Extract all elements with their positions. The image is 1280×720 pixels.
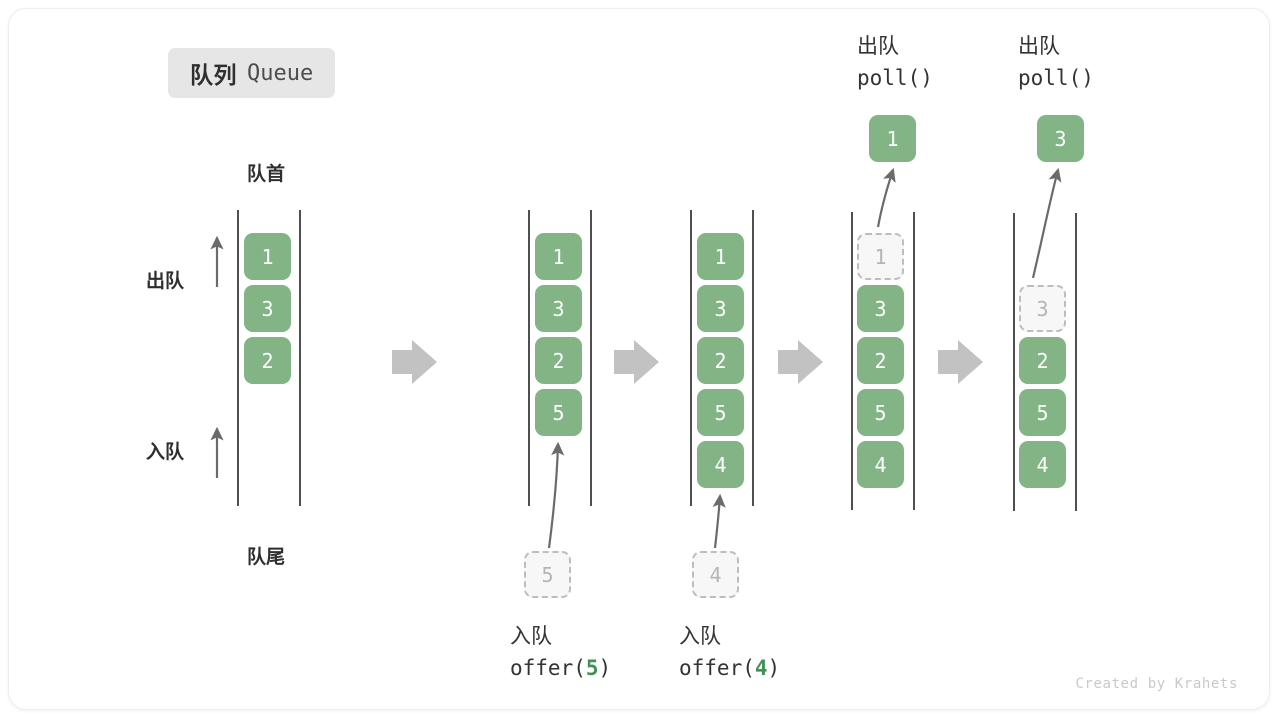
queue-element: 2 xyxy=(1019,337,1066,384)
queue-element-value: 3 xyxy=(261,296,274,321)
queue-element-value: 5 xyxy=(1036,400,1049,425)
queue-element-value: 4 xyxy=(714,452,727,477)
caption-code-suffix: ) xyxy=(598,656,612,680)
queue-rail-left-col2 xyxy=(528,210,530,506)
ghost-element-value: 1 xyxy=(874,244,887,269)
queue-element-value: 4 xyxy=(1036,452,1049,477)
queue-element-value: 3 xyxy=(552,296,565,321)
queue-element-value: 1 xyxy=(261,244,274,269)
caption-code-col3: offer(4) xyxy=(679,656,780,680)
queue-element: 2 xyxy=(697,337,744,384)
caption-code-arg: 4 xyxy=(754,656,768,680)
caption-code-arg: 5 xyxy=(585,656,599,680)
queue-element-value: 4 xyxy=(874,452,887,477)
caption-code-prefix: offer( xyxy=(679,656,755,680)
queue-element: 5 xyxy=(1019,389,1066,436)
queue-rail-right-col3 xyxy=(752,210,754,506)
title-en: Queue xyxy=(247,60,314,86)
queue-rail-left-col1 xyxy=(237,210,239,506)
enqueue-label-col1: 入队 xyxy=(146,442,185,463)
queue-element: 3 xyxy=(535,285,582,332)
popped-element: 3 xyxy=(1037,115,1084,162)
queue-element-value: 2 xyxy=(1036,348,1049,373)
queue-rail-left-col3 xyxy=(690,210,692,506)
queue-element: 3 xyxy=(857,285,904,332)
queue-element-value: 3 xyxy=(714,296,727,321)
top-label-code-col4: poll() xyxy=(857,66,933,90)
ghost-element-value: 3 xyxy=(1036,296,1049,321)
queue-rail-left-col5 xyxy=(1013,213,1015,511)
queue-element: 5 xyxy=(697,389,744,436)
ghost-element: 3 xyxy=(1019,285,1066,332)
queue-element-value: 2 xyxy=(261,348,274,373)
queue-element-value: 2 xyxy=(874,348,887,373)
ghost-element: 4 xyxy=(692,551,739,598)
queue-element: 2 xyxy=(535,337,582,384)
queue-element-value: 2 xyxy=(552,348,565,373)
queue-element-value: 2 xyxy=(714,348,727,373)
queue-element-value: 3 xyxy=(874,296,887,321)
queue-element: 1 xyxy=(244,233,291,280)
watermark: Created by Krahets xyxy=(1075,676,1238,692)
dequeue-label-col1: 出队 xyxy=(146,271,185,292)
caption-cn-col2: 入队 xyxy=(510,625,552,648)
title-cn: 队列 xyxy=(190,62,237,88)
queue-element-value: 1 xyxy=(552,244,565,269)
caption-cn-col3: 入队 xyxy=(679,625,721,648)
queue-element: 3 xyxy=(697,285,744,332)
queue-element-new: 5 xyxy=(535,389,582,436)
queue-element-value: 5 xyxy=(874,400,887,425)
diagram-card xyxy=(8,8,1270,710)
caption-code-suffix: ) xyxy=(767,656,781,680)
queue-element: 4 xyxy=(857,441,904,488)
queue-element: 5 xyxy=(857,389,904,436)
queue-element: 4 xyxy=(1019,441,1066,488)
top-label-cn-col5: 出队 xyxy=(1018,35,1060,58)
queue-element: 2 xyxy=(857,337,904,384)
queue-element: 3 xyxy=(244,285,291,332)
queue-element: 1 xyxy=(535,233,582,280)
ghost-element-value: 5 xyxy=(541,562,554,587)
title-badge: 队列 Queue xyxy=(168,48,336,98)
top-label-cn-col4: 出队 xyxy=(857,35,899,58)
caption-code-col2: offer(5) xyxy=(510,656,611,680)
queue-element-value: 5 xyxy=(714,400,727,425)
rear-label: 队尾 xyxy=(246,547,286,568)
ghost-element: 5 xyxy=(524,551,571,598)
queue-rail-right-col4 xyxy=(913,212,915,510)
queue-element-new: 4 xyxy=(697,441,744,488)
ghost-element: 1 xyxy=(857,233,904,280)
queue-element-value: 5 xyxy=(552,400,565,425)
top-label-code-col5: poll() xyxy=(1018,66,1094,90)
popped-element-value: 1 xyxy=(886,126,899,151)
front-label: 队首 xyxy=(246,164,286,185)
queue-rail-right-col2 xyxy=(590,210,592,506)
queue-rail-left-col4 xyxy=(851,212,853,510)
caption-code-prefix: offer( xyxy=(510,656,586,680)
queue-element: 2 xyxy=(244,337,291,384)
popped-element: 1 xyxy=(869,115,916,162)
queue-element-value: 1 xyxy=(714,244,727,269)
queue-rail-right-col5 xyxy=(1075,213,1077,511)
queue-element: 1 xyxy=(697,233,744,280)
queue-rail-right-col1 xyxy=(299,210,301,506)
ghost-element-value: 4 xyxy=(709,562,722,587)
popped-element-value: 3 xyxy=(1054,126,1067,151)
